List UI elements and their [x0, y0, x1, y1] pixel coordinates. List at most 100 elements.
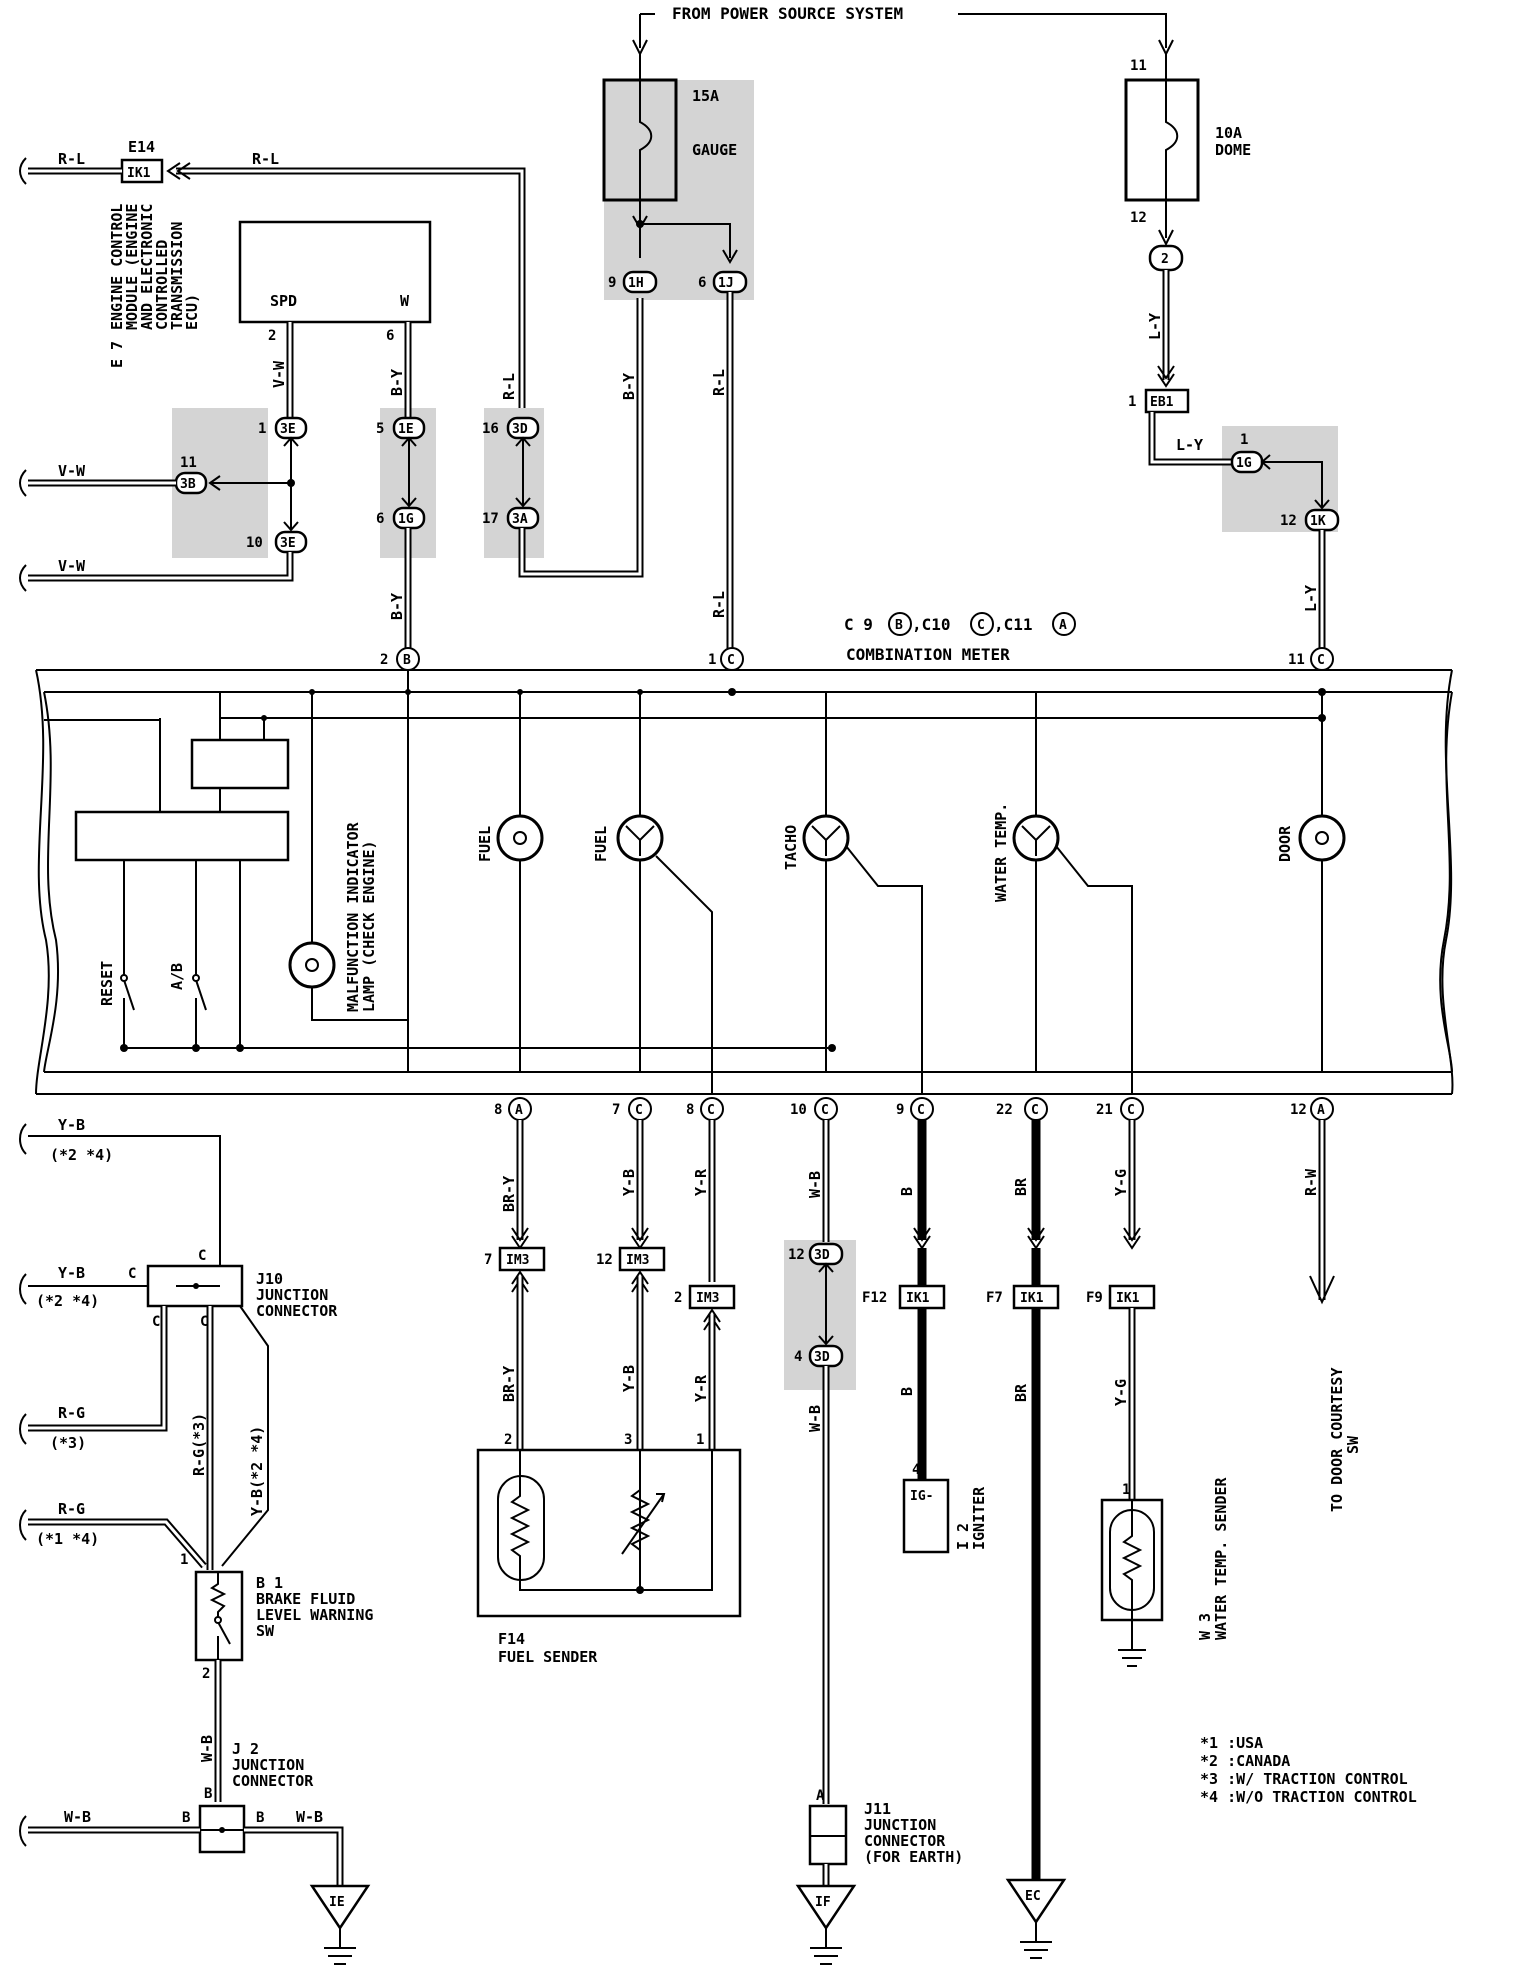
fuel-sender: 2 3 1 F14 FUEL SENDER: [476, 1432, 742, 1666]
j3d-pin-1: 4: [794, 1349, 802, 1365]
fuel-sender-pin-0: 2: [504, 1432, 512, 1448]
top-pin-conn-1: C: [727, 653, 735, 668]
dome-fuse-amp: 10A: [1215, 124, 1242, 142]
wire-b-1: B: [898, 1187, 916, 1196]
dome-fuse-pin-bottom: 12: [1130, 210, 1147, 226]
ik1-f12: IK1: [906, 1291, 930, 1306]
bot-pin-num-6: 21: [1096, 1102, 1113, 1118]
conn-3d-lower-b: 3D: [814, 1350, 830, 1365]
meter-conn-mid2: ,C11: [994, 615, 1033, 634]
wire-vw-1: V-W: [58, 462, 86, 480]
wire-bry-1: BR-Y: [500, 1176, 518, 1212]
power-source-header: FROM POWER SOURCE SYSTEM: [632, 4, 1174, 57]
ecm-pin-w: 6: [386, 328, 394, 344]
wire-wb-2: W-B: [806, 1405, 824, 1432]
im3-c: IM3: [696, 1291, 719, 1306]
gauge-fuse-amp: 15A: [692, 87, 719, 105]
j10-term-left: C: [128, 1266, 136, 1282]
wire-yb24: Y-B(*2 *4): [248, 1426, 266, 1516]
j11: A J11 JUNCTION CONNECTOR (FOR EARTH): [808, 1788, 963, 1886]
ik1-pin-2: F9: [1086, 1290, 1103, 1306]
wire-wb-5: W-B: [296, 1808, 323, 1826]
pin-9-1h: 9: [608, 275, 616, 291]
wire-ly-3: L-Y: [1302, 585, 1320, 612]
wire-yb-2: Y-B: [620, 1365, 638, 1392]
spd-wire: V-W 3E 1 3B 11 V-W 3E 10 V-W: [19, 322, 308, 592]
wire-by-3: B-Y: [620, 373, 638, 400]
bot-pin-conn-1: C: [635, 1103, 643, 1118]
ecm-pin-spd: 2: [268, 328, 276, 344]
im3-b: IM3: [626, 1253, 649, 1268]
wire-rw: R-W TO DOOR COURTESY SW: [1302, 1120, 1362, 1512]
conn-c2: 2: [1161, 252, 1169, 267]
ground-if-label: IF: [815, 1895, 831, 1910]
note-14: (*1 *4): [36, 1530, 99, 1548]
bot-pin-num-1: 7: [612, 1102, 620, 1118]
j10-term-b2: C: [200, 1314, 208, 1330]
door-courtesy-0: TO DOOR COURTESY: [1328, 1368, 1346, 1513]
water-temp-gauge-icon: [1012, 814, 1060, 862]
wire-wb-1: W-B: [806, 1171, 824, 1198]
w-wire: B-Y 1E 5 1G 6 B-Y: [376, 322, 426, 650]
wire-yg-1: Y-G: [1112, 1169, 1130, 1196]
brake-sw-name-2: SW: [256, 1622, 275, 1640]
door-label: DOOR: [1276, 825, 1294, 862]
j10-term-b1: C: [152, 1314, 160, 1330]
fuel-sender-code: F14: [498, 1630, 525, 1648]
ecm-name-2: AND ELECTRONIC: [138, 204, 156, 330]
ecm-name-1: MODULE (ENGINE: [123, 204, 141, 330]
brake-sw-code: B 1: [256, 1574, 283, 1592]
wire-rg-2: R-G: [58, 1500, 85, 1518]
water-temp-label: WATER TEMP.: [992, 803, 1010, 902]
wire-br: BR IK1 F7 BR: [986, 1120, 1060, 1880]
wire-br-1: BR: [1012, 1177, 1030, 1196]
conn-1g-right: 1G: [1236, 456, 1252, 471]
pin-1-3e: 1: [258, 421, 266, 437]
note-3: *4 :W/O TRACTION CONTROL: [1200, 1788, 1417, 1806]
fuel-lamp-icon: [496, 814, 544, 862]
wire-rl-1j: R-L: [710, 369, 728, 396]
wire-b-2: B: [898, 1387, 916, 1396]
note-24-b: (*2 *4): [36, 1292, 99, 1310]
wire-yb-1: Y-B: [620, 1169, 638, 1196]
meter-conn-prefix: C 9: [844, 615, 873, 634]
wire-wb: W-B 3D 12 3D 4 W-B: [788, 1120, 844, 1804]
footnotes: *1 :USA *2 :CANADA *3 :W/ TRACTION CONTR…: [1200, 1734, 1417, 1806]
ecm-name-0: ENGINE CONTROL: [108, 204, 126, 330]
meter-conn-mid: ,C10: [912, 615, 951, 634]
conn-3e-bot: 3E: [280, 536, 296, 551]
igniter: 4 IG- I 2 IGNITER: [902, 1462, 988, 1554]
gauge-outputs: 1H 9 1J 6 R-L R-L: [608, 270, 748, 650]
ground-ie-label: IE: [329, 1895, 345, 1910]
note-24-a: (*2 *4): [50, 1146, 113, 1164]
gauge-fuse-shade: [604, 80, 754, 300]
conn-1g-left: 1G: [398, 512, 414, 527]
ik1-pin-1: F7: [986, 1290, 1003, 1306]
fuel-sender-pin-2: 1: [696, 1432, 704, 1448]
bot-pin-conn-3: C: [821, 1103, 829, 1118]
door-lamp-icon: [1298, 814, 1346, 862]
wire-rl-vert: R-L: [500, 373, 518, 400]
ground-ec-icon: [1005, 1878, 1067, 1925]
pin-17-3a: 17: [482, 511, 499, 527]
note-2: *3 :W/ TRACTION CONTROL: [1200, 1770, 1408, 1788]
bot-pin-conn-4: C: [917, 1103, 925, 1118]
wire-vw-vert: V-W: [270, 360, 288, 388]
ecm-label: E 7 ENGINE CONTROL MODULE (ENGINE AND EL…: [108, 204, 201, 368]
left-lower-section: Y-B (*2 *4) C Y-B C (*2 *4) J10 JUNCTION…: [19, 1116, 373, 1886]
gauge-fuse-name: GAUGE: [692, 141, 737, 159]
door-courtesy-1: SW: [1344, 1435, 1362, 1454]
wire-ly-1: L-Y: [1146, 313, 1164, 340]
wire-yg: Y-G IK1 F9 Y-G: [1086, 1120, 1156, 1500]
conn-eb1: EB1: [1150, 395, 1174, 410]
gauge-fuse: 15A GAUGE: [602, 54, 738, 264]
meter-conn-a: A: [1059, 618, 1067, 633]
wire-yr-2: Y-R: [692, 1374, 710, 1402]
water-temp-sender-code: W 3: [1196, 1613, 1214, 1640]
im3-pin-1: 12: [596, 1252, 613, 1268]
wire-br-2: BR: [1012, 1383, 1030, 1402]
ecm-name-4: TRANSMISSION: [168, 222, 186, 330]
ecm-term-w: W: [400, 292, 410, 310]
conn-3a: 3A: [512, 512, 528, 527]
wire-yb: Y-B IM3 12 Y-B: [596, 1120, 666, 1450]
